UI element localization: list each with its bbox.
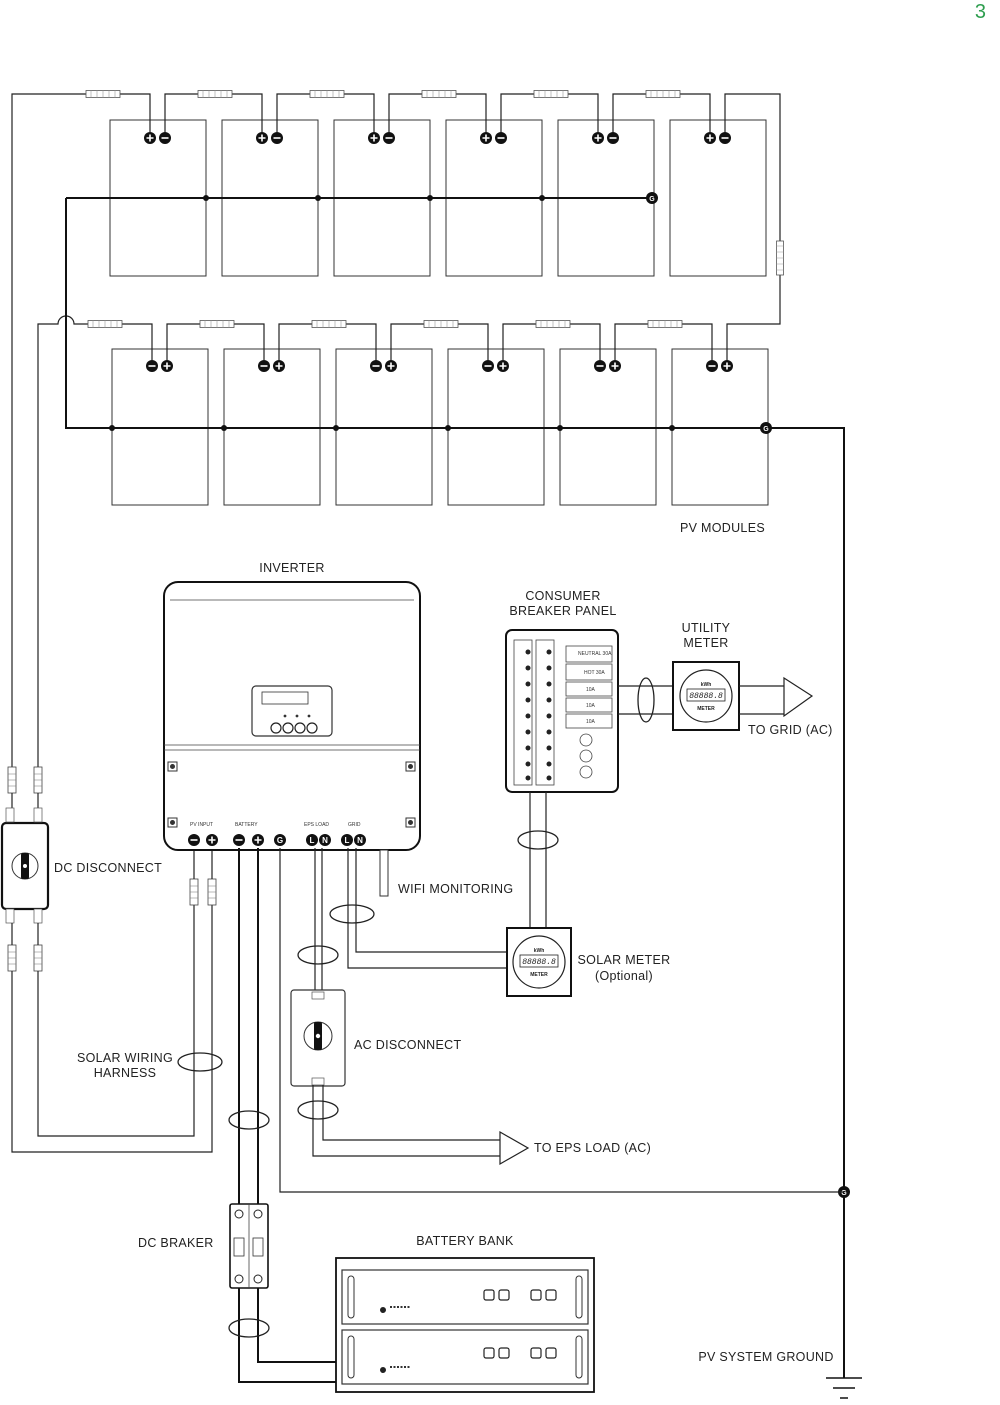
- inverter-ground-terminal: G: [277, 836, 283, 845]
- eps-load-port-label: EPS LOAD: [304, 822, 329, 828]
- battery-port-label: BATTERY: [235, 822, 258, 828]
- grid-neutral-terminal: N: [357, 836, 363, 845]
- ground-symbol: [826, 1350, 862, 1399]
- solar-meter-reading: 88888.8: [522, 958, 556, 967]
- utility-meter-reading: 88888.8: [689, 692, 723, 701]
- utility-meter-label-line1: UTILITY: [682, 621, 731, 635]
- breaker-1-label: 10A: [586, 687, 596, 693]
- eps-neutral-terminal: N: [322, 836, 328, 845]
- consumer-panel-label-line1: CONSUMER: [525, 589, 600, 603]
- top-string-wiring: [11, 90, 784, 780]
- utility-meter: [672, 661, 814, 731]
- utility-meter-caption: METER: [697, 706, 715, 712]
- inverter-label: INVERTER: [259, 561, 324, 575]
- grid-port-label: GRID: [348, 822, 361, 828]
- pv-system-ground-label: PV SYSTEM GROUND: [698, 1350, 833, 1364]
- solar-meter-caption: METER: [530, 972, 548, 978]
- hot-breaker-label: HOT 30A: [584, 670, 605, 676]
- grid-line-terminal: L: [345, 836, 350, 845]
- inverter-wiring: [228, 848, 844, 1205]
- ground-marker-g3: G: [841, 1190, 847, 1197]
- breaker-3-label: 10A: [586, 719, 596, 725]
- eps-line-terminal: L: [310, 836, 315, 845]
- battery-bank-label: BATTERY BANK: [416, 1234, 514, 1248]
- utility-meter-unit: kWh: [701, 682, 712, 688]
- wifi-monitoring-label: WIFI MONITORING: [398, 882, 513, 896]
- dc-disconnect-label: DC DISCONNECT: [54, 861, 162, 875]
- solar-meter-unit: kWh: [534, 948, 545, 954]
- dc-braker-label: DC BRAKER: [138, 1236, 214, 1250]
- solar-meter: [506, 927, 572, 997]
- equipment-ground-wiring: G G G: [65, 192, 850, 1350]
- ac-disconnect-label: AC DISCONNECT: [354, 1038, 461, 1052]
- panel-wiring: [517, 677, 674, 928]
- solar-wiring-harness: [11, 848, 223, 1153]
- dc-breaker: [228, 1203, 338, 1383]
- battery-bank: [335, 1257, 595, 1393]
- consumer-breaker-panel: [505, 629, 619, 793]
- to-grid-label: TO GRID (AC): [748, 723, 833, 737]
- ac-disconnect: [290, 989, 530, 1166]
- solar-wiring-harness-label-line2: HARNESS: [94, 1066, 157, 1080]
- ground-marker-g2: G: [763, 426, 769, 433]
- solar-meter-label-line1: SOLAR METER: [578, 953, 671, 967]
- page-number: 3: [975, 1, 986, 23]
- ground-marker-g1: G: [649, 196, 655, 203]
- consumer-panel-label-line2: BREAKER PANEL: [509, 604, 616, 618]
- neutral-breaker-label: NEUTRAL 30A: [578, 651, 612, 657]
- solar-meter-label-line2: (Optional): [595, 969, 653, 983]
- pv-input-port-label: PV INPUT: [190, 822, 213, 828]
- dc-disconnect: [0, 766, 50, 972]
- to-eps-load-label: TO EPS LOAD (AC): [534, 1141, 651, 1155]
- utility-meter-label-line2: METER: [683, 636, 728, 650]
- inverter: [163, 581, 421, 897]
- breaker-2-label: 10A: [586, 703, 596, 709]
- solar-wiring-harness-label-line1: SOLAR WIRING: [77, 1051, 173, 1065]
- pv-modules-label: PV MODULES: [680, 521, 765, 535]
